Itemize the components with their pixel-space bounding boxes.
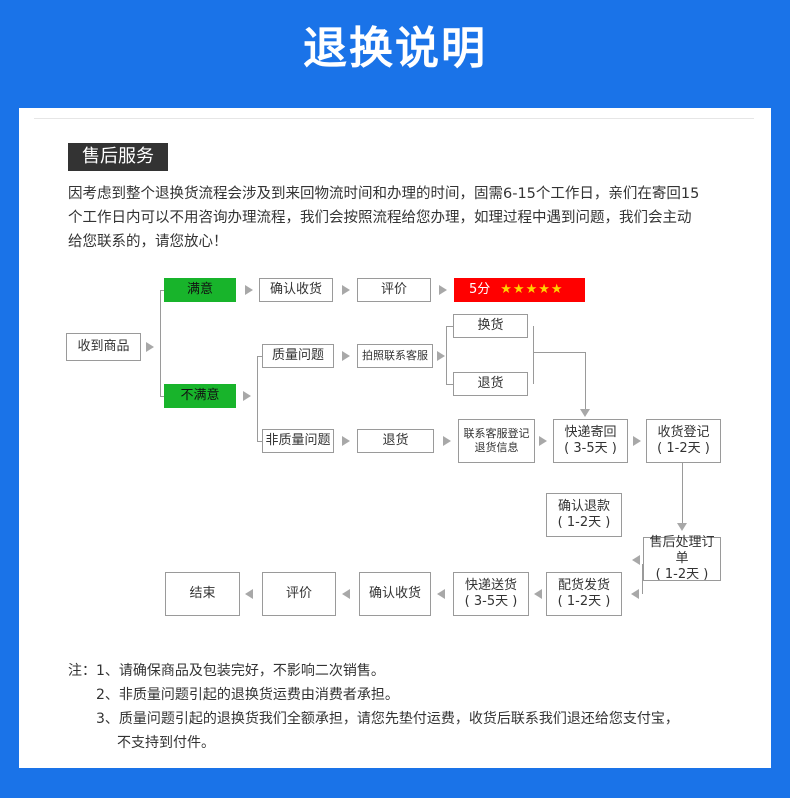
arrow-right-icon <box>245 285 253 295</box>
arrow-right-icon <box>342 351 350 361</box>
connector <box>257 441 263 442</box>
node-contact-register: 联系客服登记 退货信息 <box>458 419 535 463</box>
connector <box>446 326 447 384</box>
rating-score: 5分 <box>469 282 491 297</box>
arrow-right-icon <box>146 342 154 352</box>
connector <box>446 326 453 327</box>
arrow-right-icon <box>539 436 547 446</box>
node-after-sales-order: 售后处理订单 ( 1-2天 ) <box>643 535 721 582</box>
arrow-left-icon <box>437 589 445 599</box>
connector <box>160 290 165 291</box>
connector <box>533 352 585 353</box>
arrow-right-icon <box>633 436 641 446</box>
connector <box>257 356 263 357</box>
connector <box>446 384 453 385</box>
connector <box>682 463 683 523</box>
node-review: 评价 <box>357 278 431 302</box>
star-icon: ★★★★★ <box>500 282 564 297</box>
arrow-left-icon <box>632 555 640 565</box>
intro-line-2: 个工作日内可以不用咨询办理流程，我们会按照流程给您办理，如理过程中遇到问题，我们… <box>68 210 692 226</box>
arrow-right-icon <box>342 436 350 446</box>
arrow-down-icon <box>580 409 590 417</box>
section-label: 售后服务 <box>68 143 168 171</box>
arrow-right-icon <box>243 391 251 401</box>
connector <box>160 396 165 397</box>
arrow-right-icon <box>437 351 445 361</box>
node-confirm-receipt-2: 确认收货 <box>359 572 431 616</box>
header-banner <box>0 0 790 98</box>
arrow-left-icon <box>342 589 350 599</box>
node-return: 退货 <box>453 372 528 396</box>
divider <box>34 118 754 119</box>
node-express-return: 快递寄回 ( 3-5天 ) <box>553 419 628 463</box>
node-confirm-receipt: 确认收货 <box>259 278 333 302</box>
node-receive: 收到商品 <box>66 333 141 361</box>
arrow-left-icon <box>534 589 542 599</box>
intro-text: 因考虑到整个退换货流程会涉及到来回物流时间和办理的时间，固需6-15个工作日，亲… <box>68 182 730 254</box>
node-rating: 5分 ★★★★★ <box>454 278 585 302</box>
node-satisfied: 满意 <box>164 278 236 302</box>
connector <box>585 352 586 410</box>
node-exchange: 换货 <box>453 314 528 338</box>
arrow-right-icon <box>342 285 350 295</box>
node-non-quality-issue: 非质量问题 <box>262 429 334 453</box>
node-unsatisfied: 不满意 <box>164 384 236 408</box>
node-receipt-register: 收货登记 ( 1-2天 ) <box>646 419 721 463</box>
arrow-right-icon <box>443 436 451 446</box>
node-return-2: 退货 <box>357 429 434 453</box>
intro-line-1: 因考虑到整个退换货流程会涉及到来回物流时间和办理的时间，固需6-15个工作日，亲… <box>68 186 700 202</box>
intro-line-3: 给您联系的，请您放心！ <box>68 234 228 250</box>
arrow-left-icon <box>631 589 639 599</box>
note-3: 3、质量问题引起的退换货我们全额承担，请您先垫付运费，收货后联系我们退还给您支付… <box>96 711 679 727</box>
arrow-down-icon <box>677 523 687 531</box>
connector <box>642 564 643 594</box>
node-express-send: 快递送货 ( 3-5天 ) <box>453 572 529 616</box>
note-1: 注：1、请确保商品及包装完好，不影响二次销售。 <box>68 663 385 679</box>
note-2: 2、非质量问题引起的退换货运费由消费者承担。 <box>96 687 399 703</box>
node-review-2: 评价 <box>262 572 336 616</box>
note-4: 不支持到付件。 <box>117 735 215 751</box>
connector <box>533 326 534 384</box>
arrow-left-icon <box>245 589 253 599</box>
node-ship: 配货发货 ( 1-2天 ) <box>546 572 622 616</box>
connector <box>257 356 258 441</box>
node-confirm-refund: 确认退款 ( 1-2天 ) <box>546 493 622 537</box>
arrow-right-icon <box>439 285 447 295</box>
node-photo-contact: 拍照联系客服 <box>357 344 433 368</box>
page-title: 退换说明 <box>303 23 487 74</box>
node-quality-issue: 质量问题 <box>262 344 334 368</box>
node-end: 结束 <box>165 572 240 616</box>
connector <box>160 290 161 396</box>
